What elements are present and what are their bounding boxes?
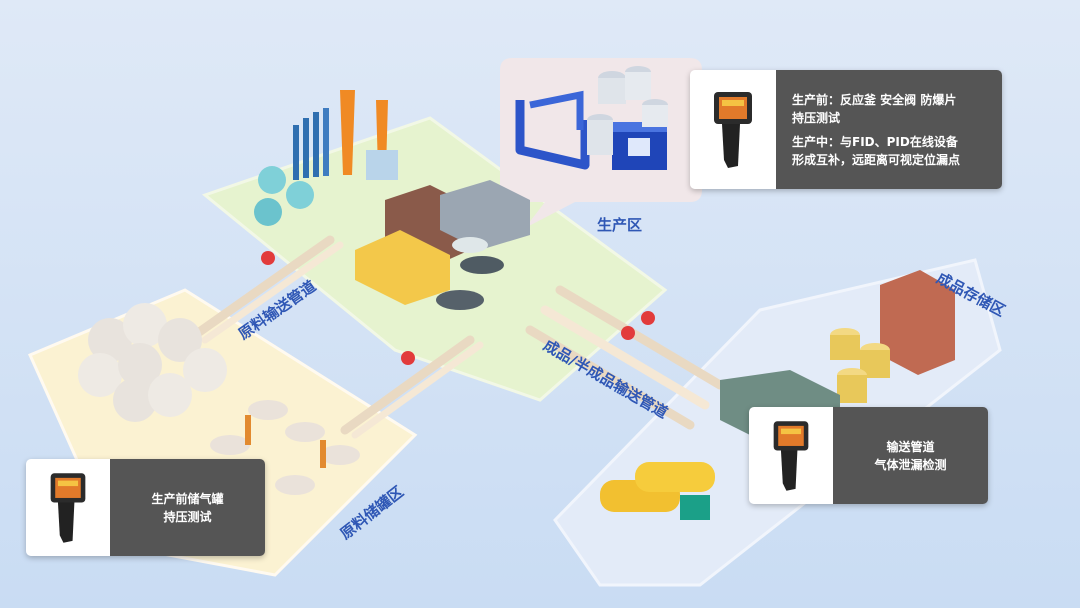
callout-text: 生产前储气罐 持压测试 bbox=[110, 459, 265, 556]
thermal-camera-icon bbox=[773, 420, 809, 491]
callout-line: 气体泄漏检测 bbox=[874, 457, 947, 472]
product-pipeline bbox=[525, 285, 725, 430]
production-zone-label: 生产区 bbox=[597, 216, 643, 234]
callout-thumbnail bbox=[749, 407, 833, 504]
callout-line: 生产前：反应釜 安全阀 防爆片 bbox=[792, 92, 957, 107]
production-callout: 生产前：反应釜 安全阀 防爆片 持压测试 生产中：与FID、PID在线设备 形成… bbox=[690, 70, 1002, 189]
reactor-equipment-illustration bbox=[515, 66, 668, 170]
callout-line: 持压测试 bbox=[792, 110, 841, 125]
thermal-camera-icon bbox=[714, 91, 752, 168]
callout-text: 生产前：反应釜 安全阀 防爆片 持压测试 生产中：与FID、PID在线设备 形成… bbox=[776, 70, 1002, 189]
callout-line: 形成互补，远距离可视定位漏点 bbox=[792, 152, 961, 167]
callout-line: 持压测试 bbox=[163, 509, 212, 524]
callout-thumbnail bbox=[690, 70, 776, 189]
callout-thumbnail bbox=[26, 459, 110, 556]
raw-material-pipeline bbox=[190, 235, 484, 439]
pipeline-callout: 输送管道 气体泄漏检测 bbox=[749, 407, 988, 504]
factory-illustration bbox=[254, 90, 530, 310]
callout-line: 生产前储气罐 bbox=[151, 491, 224, 506]
raw-storage-tanks-illustration bbox=[78, 303, 360, 495]
thermal-camera-icon bbox=[50, 472, 86, 543]
callout-text: 输送管道 气体泄漏检测 bbox=[833, 407, 988, 504]
callout-line: 输送管道 bbox=[886, 439, 935, 454]
callout-line: 生产中：与FID、PID在线设备 bbox=[792, 134, 958, 149]
storage-tanks-callout: 生产前储气罐 持压测试 bbox=[26, 459, 265, 556]
